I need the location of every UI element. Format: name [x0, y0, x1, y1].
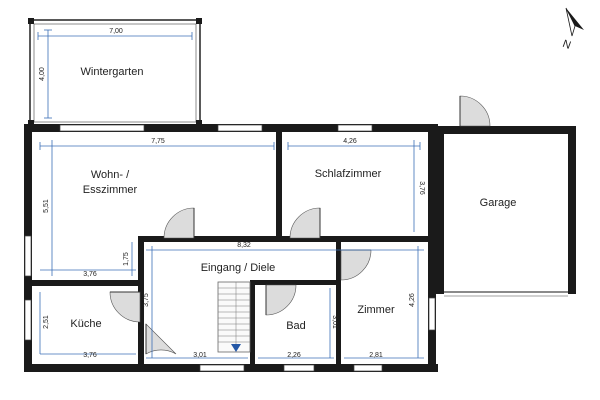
- dim-zimmer-height: 4,26: [409, 293, 416, 307]
- garage-area: [436, 95, 576, 297]
- dim-schlaf-width: 4,26: [343, 138, 357, 145]
- compass-north-label: N: [561, 38, 573, 52]
- dim-kueche-width: 3,76: [83, 352, 97, 359]
- doors: [109, 207, 372, 355]
- dim-bad-width: 2,26: [287, 352, 301, 359]
- room-label-wintergarten: Wintergarten: [81, 66, 144, 78]
- dim-stair-bottom: 3,01: [193, 352, 207, 359]
- dim-wohn-width: 7,75: [151, 138, 165, 145]
- room-label-bad: Bad: [286, 320, 306, 332]
- dim-wohn-bottom: 3,76: [83, 271, 97, 278]
- dim-wintergarten-height: 4,00: [39, 67, 46, 81]
- room-label-wohn-line2: Esszimmer: [83, 184, 138, 196]
- dim-wintergarten-width: 7,00: [109, 28, 123, 35]
- stair-arrowhead: [231, 344, 241, 352]
- dim-eingang-side: 3,75: [143, 293, 150, 307]
- dimension-lines: [39, 140, 424, 359]
- room-label-eingang: Eingang / Diele: [201, 262, 276, 274]
- room-label-schlafzimmer: Schlafzimmer: [315, 168, 382, 180]
- staircase: [217, 281, 251, 353]
- right-wall: [428, 124, 436, 372]
- dim-wohn-side: 1,75: [123, 252, 130, 266]
- room-label-zimmer: Zimmer: [357, 304, 395, 316]
- windows: [24, 124, 436, 372]
- dim-wohn-height: 5,51: [43, 199, 50, 213]
- dim-bad-height: 3,01: [331, 315, 338, 329]
- north-arrow-icon: N: [561, 7, 584, 52]
- room-label-wohn-line1: Wohn- /: [91, 169, 130, 181]
- dim-kueche-height: 2,51: [43, 315, 50, 329]
- dim-eingang-width: 8,32: [237, 242, 251, 249]
- dim-zimmer-width: 2,81: [369, 352, 383, 359]
- room-label-kueche: Küche: [70, 318, 101, 330]
- room-label-garage: Garage: [480, 197, 517, 209]
- dim-schlaf-height: 3,76: [418, 181, 425, 195]
